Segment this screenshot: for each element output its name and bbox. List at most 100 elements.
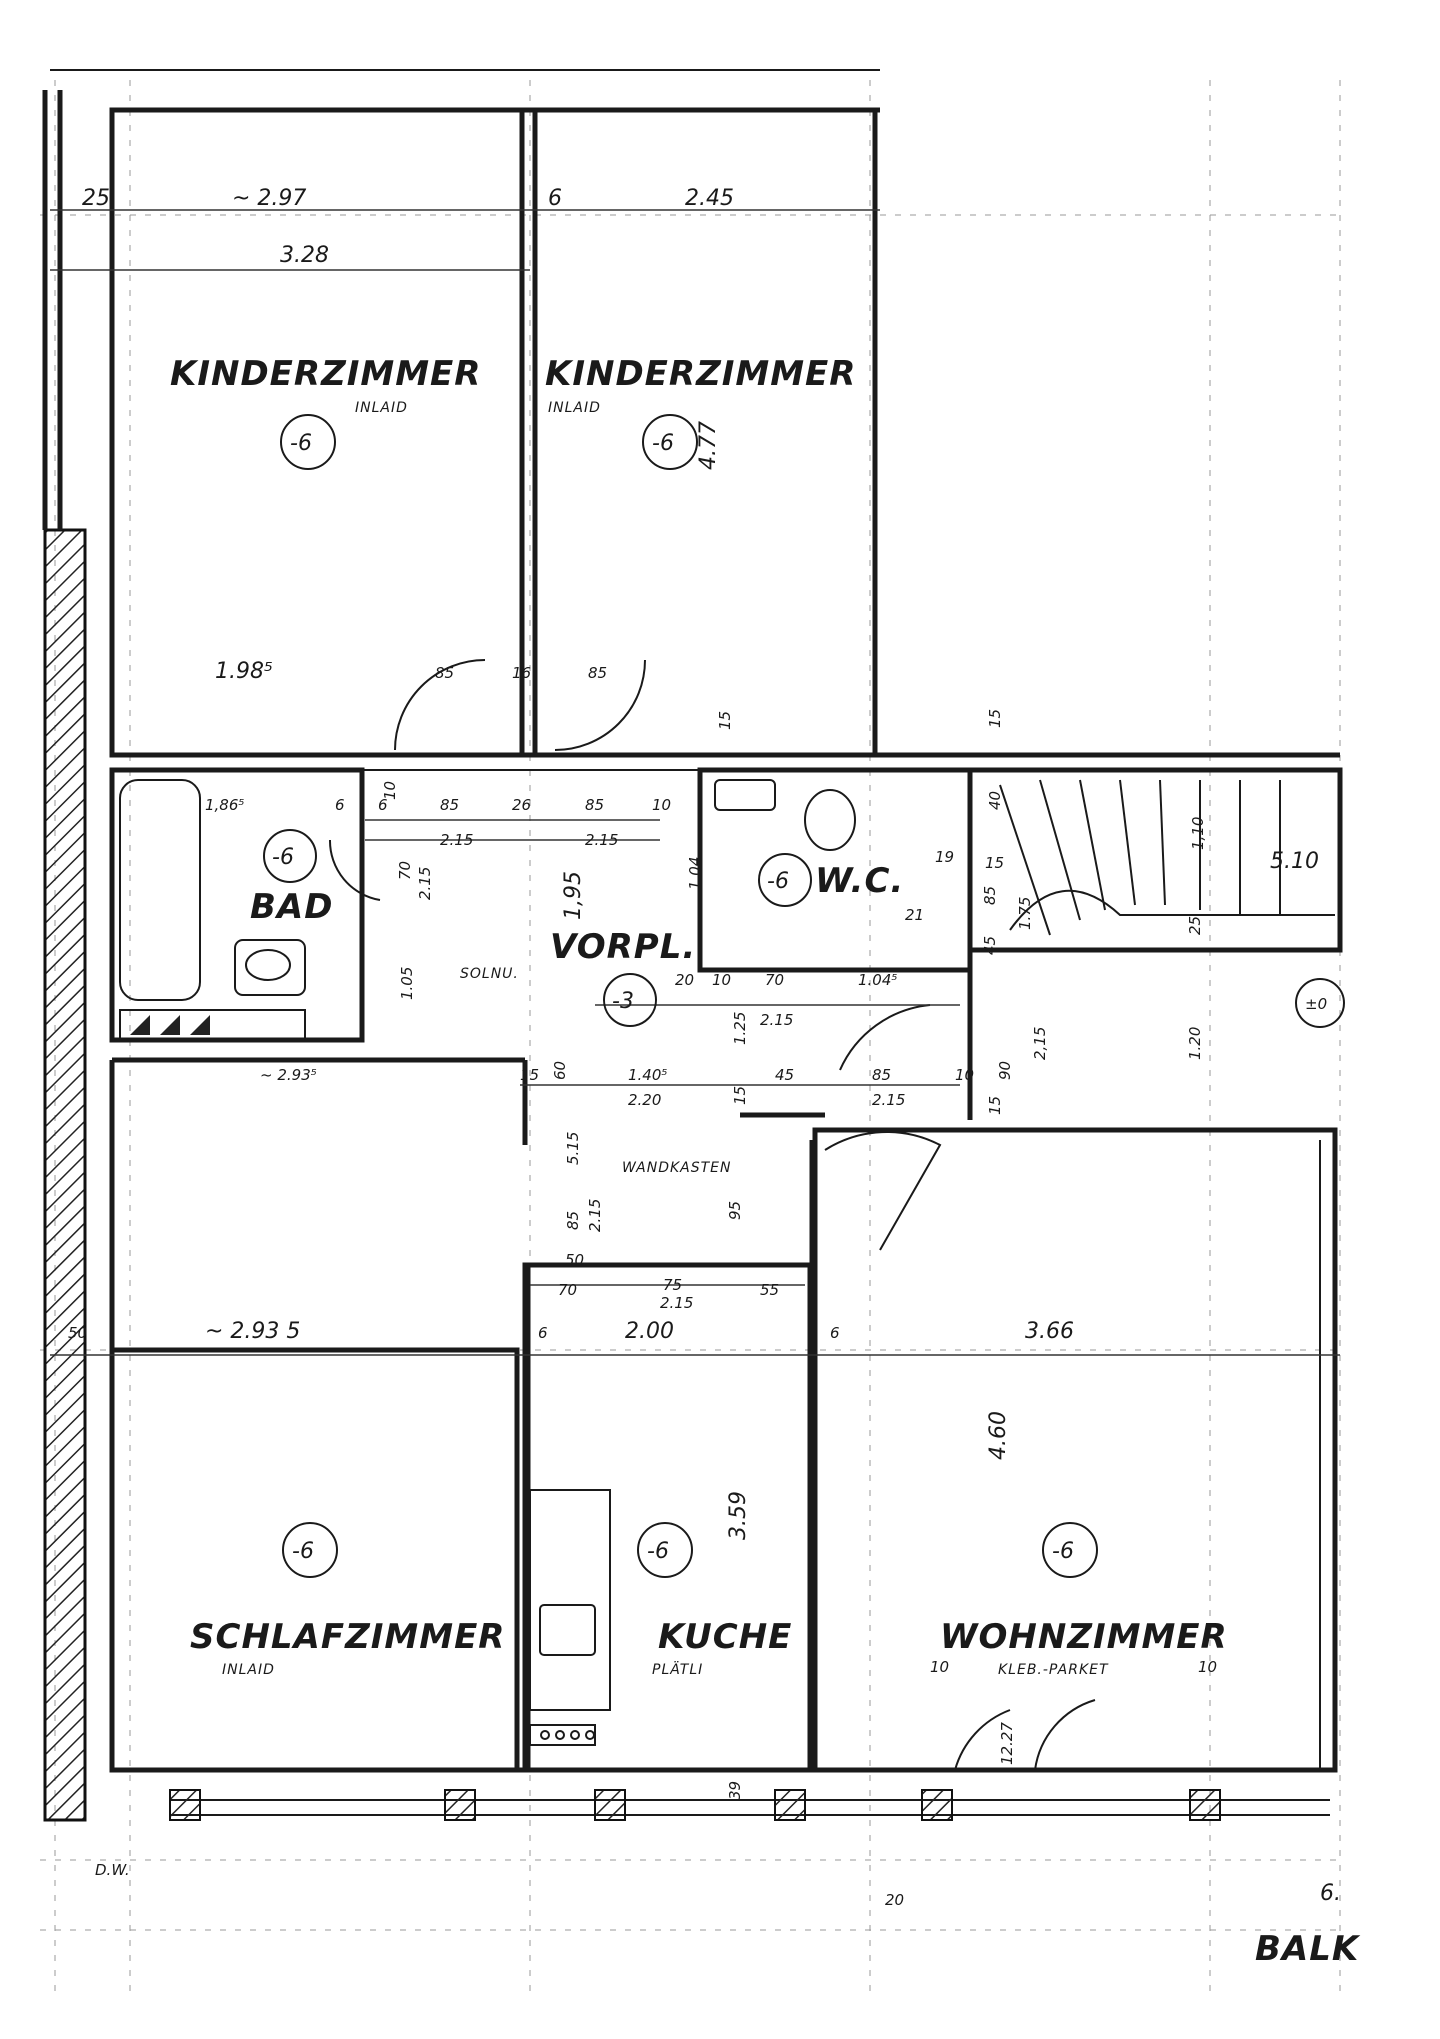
dim-text: 21 [905,906,924,924]
dim-text: 90 [996,1061,1014,1080]
label-dw: D.W. [95,1861,130,1879]
floor-label-kinderzimmer-1: INLAID [355,400,408,416]
level-text-wohnzimmer: -6 [1052,1539,1074,1564]
level-marker-schlafzimmer [282,1522,338,1578]
dim-text: 70 [765,971,784,989]
facade-columns [169,1789,1221,1821]
dim-text: 2.45 [685,186,734,211]
dim-text: 1,10 [1189,817,1207,850]
dim-text: 2.15 [416,867,434,900]
level-marker-wc [758,853,812,907]
dim-text: 5.10 [1270,849,1319,874]
dim-text: 39 [726,1781,744,1800]
dim-text: 20 [885,1891,904,1909]
dim-text: 26 [512,796,531,814]
dim-text: 2.00 [625,1319,674,1344]
dim-text: 1.75 [1016,897,1034,930]
staircase [999,779,1335,936]
level-text-wc: -6 [767,869,789,894]
dim-text: 2.15 [760,1011,793,1029]
dim-text: 85 [588,664,607,682]
dim-text: 2.15 [585,831,618,849]
dim-text: 1.04⁵ [858,971,897,989]
dim-text: 1,86⁵ [205,796,244,814]
level-text-vorpl: -3 [612,989,634,1014]
dim-text: 45 [981,936,999,955]
dim-text: 10 [652,796,671,814]
dim-text: 85 [435,664,454,682]
level-marker-vorpl [603,973,657,1027]
dim-text: 15 [986,709,1004,728]
level-text-kuche: -6 [647,1539,669,1564]
dim-text: 60 [551,1061,569,1080]
dimension-lines [50,209,1340,1356]
dim-text: 6 [378,796,388,814]
exterior-wall [42,69,880,1822]
floor-label-wohnzimmer: KLEB.-PARKET [998,1662,1109,1678]
dim-text: 10 [712,971,731,989]
dim-text: 85 [564,1211,582,1230]
dim-text: 5.15 [564,1132,582,1165]
dim-text: 1.20 [1186,1027,1204,1060]
dim-text: 3.28 [280,243,329,268]
level-marker-kuche [637,1522,693,1578]
dim-text: 70 [558,1281,577,1299]
floor-label-kuche: PLÄTLI [652,1660,703,1678]
door-swings [328,659,1096,1771]
dim-text: 85 [981,886,999,905]
dim-text: 2.20 [628,1091,661,1109]
dim-text: 85 [872,1066,891,1084]
note-label-vorpl: SOLNU. [460,966,519,982]
dim-text: 2.15 [586,1199,604,1232]
dim-text: 20 [675,971,694,989]
dim-text: 15 [985,854,1004,872]
dim-text: 95 [726,1201,744,1220]
room-label-kinderzimmer-1: KINDERZIMMER [170,354,481,394]
room-label-bad: BAD [250,887,333,927]
dim-text: 85 [440,796,459,814]
level-text-schlafzimmer: -6 [292,1539,314,1564]
dim-text: 3.66 [1025,1319,1074,1344]
dim-text: 10 [1198,1658,1217,1676]
dim-text: 6 [548,186,562,211]
dim-text: 1.98⁵ [215,659,273,684]
dim-text: 19 [935,848,954,866]
floor-label-kinderzimmer-2: INLAID [548,400,601,416]
level-marker-bad [263,829,317,883]
dimension-texts: 25 ~ 2.97 6 2.45 3.28 4.77 1.98⁵ 85 16 8… [68,186,1341,1909]
dim-text: 2.15 [872,1091,905,1109]
dim-text: 6 [538,1324,548,1342]
room-label-kinderzimmer-2: KINDERZIMMER [545,354,856,394]
dim-text: 70 [396,861,414,880]
dim-text: 2,15 [1031,1027,1049,1060]
dim-text: 10 [955,1066,974,1084]
dim-text: 6 [335,796,345,814]
dim-text: 15 [716,711,734,730]
walls [109,107,1343,1816]
dim-text: 6. [1320,1881,1341,1906]
label-balk: BALK [1255,1929,1361,1969]
dim-text: 25 [82,186,110,211]
level-marker-kinderzimmer-2 [642,414,698,470]
dim-text: 3.59 [726,1491,751,1540]
dim-text: 50 [68,1324,87,1342]
level-text-stair: ±0 [1305,995,1327,1013]
level-text-kinderzimmer-2: -6 [652,431,674,456]
dim-text: 1.04 [686,857,704,890]
dim-text: 45 [775,1066,794,1084]
level-marker-wohnzimmer [1042,1522,1098,1578]
dim-text: 2.15 [660,1294,693,1312]
room-label-wohnzimmer: WOHNZIMMER [940,1617,1228,1657]
dim-text: ~ 2.97 [232,186,306,211]
level-marker-kinderzimmer-1 [280,414,336,470]
dim-text: 10 [930,1658,949,1676]
level-marker-stair [1295,978,1345,1028]
dim-text: ~ 2.93⁵ [260,1066,317,1084]
dim-text: 1.25 [731,1012,749,1045]
dim-text: 15 [520,1066,539,1084]
room-label-vorpl: VORPL. [550,927,696,967]
dim-text: 12.27 [998,1722,1016,1765]
level-text-bad: -6 [272,845,294,870]
level-markers [263,414,1345,1578]
